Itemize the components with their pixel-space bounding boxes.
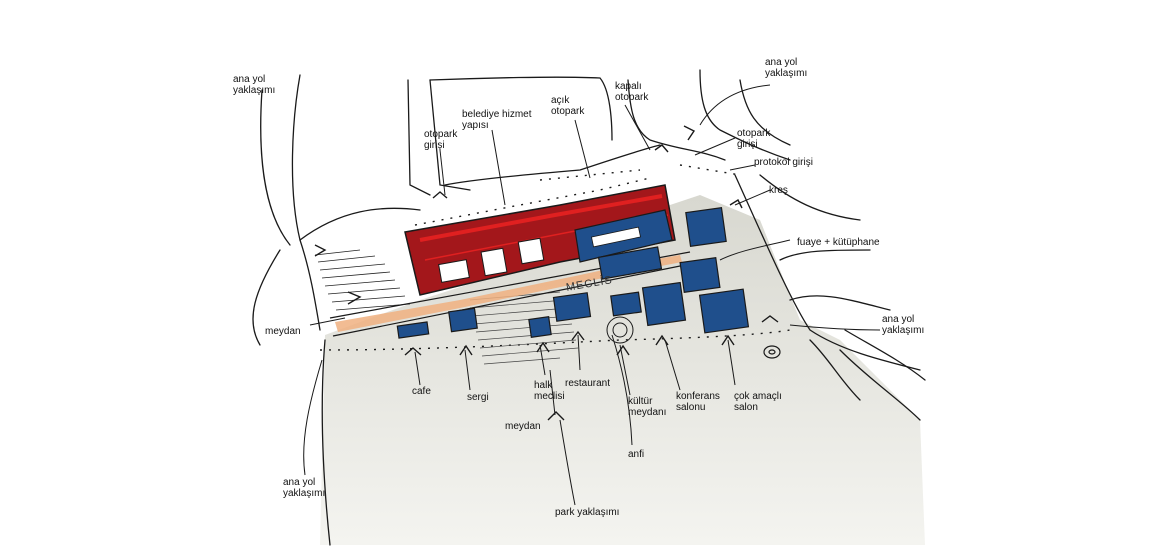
label-kultur-meydani: kültür meydanı (628, 396, 667, 418)
konferans-block (641, 281, 687, 327)
leader-lines (303, 84, 881, 506)
site-ground (320, 195, 925, 545)
meydan-hatching-left (314, 249, 411, 311)
label-belediye-hizmet-yapisi: belediye hizmet yapısı (462, 109, 532, 131)
belediye-building (404, 184, 676, 296)
cok-amacli-block (698, 288, 750, 334)
entry-dashes (319, 164, 791, 351)
label-sergi: sergi (467, 392, 489, 403)
label-cafe: cafe (412, 386, 431, 397)
program-blocks (396, 206, 750, 339)
kres-block (685, 206, 727, 248)
label-fuaye-kutuphane: fuaye + kütüphane (797, 237, 880, 248)
label-acik-otopark: açık otopark (551, 95, 585, 117)
label-anfi: anfi (628, 449, 645, 460)
small-block (610, 291, 642, 317)
label-konferans-salonu: konferans salonu (676, 391, 720, 413)
label-ana-yol-right: ana yol yaklaşımı (882, 314, 925, 336)
fuaye-block (597, 246, 663, 280)
cafe-block (396, 321, 430, 339)
orange-axis-band (335, 255, 682, 332)
label-halk-meclisi: halk meclisi (534, 380, 565, 402)
sergi-block (448, 307, 478, 333)
label-restaurant: restaurant (565, 378, 611, 389)
kutuphane-block (679, 256, 721, 294)
label-ana-yol-bottom-left: ana yol yaklaşımı (283, 477, 326, 499)
restaurant-block (552, 292, 592, 322)
label-ana-yol-top-right: ana yol yaklaşımı (765, 57, 808, 79)
label-protokol-girisi: protokol girişi (754, 157, 813, 168)
label-park-yaklasimi: park yaklaşımı (555, 507, 620, 518)
label-meydan-left: meydan (265, 326, 301, 337)
label-kres: kreş (769, 185, 788, 196)
label-ana-yol-top-left: ana yol yaklaşımı (233, 74, 276, 96)
anfi-circle (606, 316, 634, 344)
roundabout (763, 345, 781, 359)
label-meydan-bottom: meydan (505, 421, 541, 432)
label-otopark-girisi-left: otopark girişi (424, 129, 458, 151)
halk-meclisi-block (528, 316, 552, 338)
label-otopark-girisi-right: otopark girişi (737, 128, 771, 150)
label-cok-amacli-salon: çok amaçlı salon (734, 391, 782, 413)
label-kapali-otopark: kapalı otopark (615, 81, 649, 103)
arrow-marks (314, 125, 779, 421)
